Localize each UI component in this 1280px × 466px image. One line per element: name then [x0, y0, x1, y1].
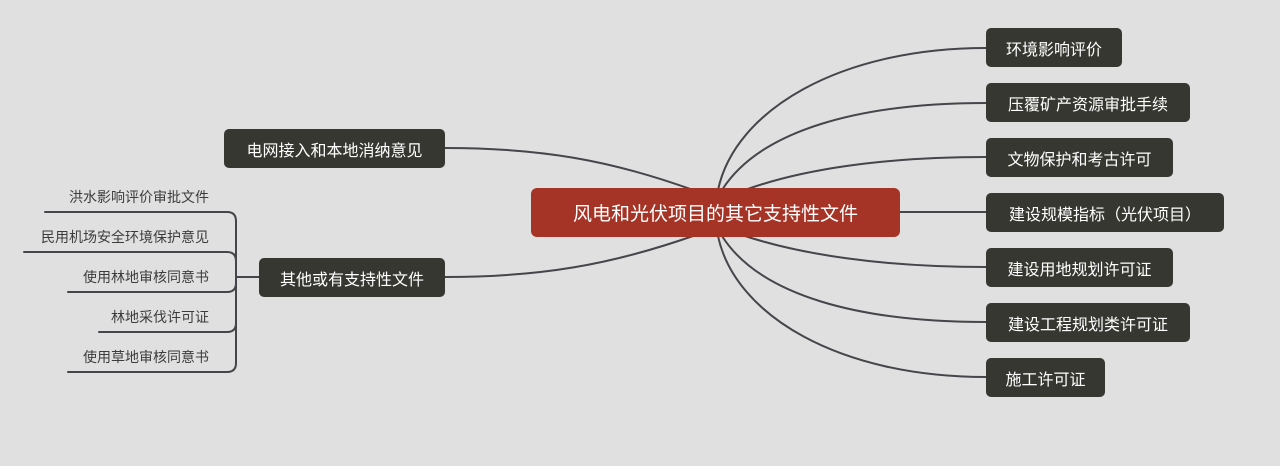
- branch-label: 建设用地规划许可证: [1007, 259, 1152, 279]
- branch-other-documents[interactable]: 其他或有支持性文件: [259, 258, 445, 297]
- branch-label: 施工许可证: [1005, 369, 1086, 389]
- root-node[interactable]: 风电和光伏项目的其它支持性文件: [531, 188, 900, 237]
- branch-land-use-permit[interactable]: 建设用地规划许可证: [986, 248, 1173, 287]
- connector-right-3: [744, 156, 987, 191]
- connector-right-2: [721, 102, 987, 191]
- branch-cultural-relics[interactable]: 文物保护和考古许可: [986, 138, 1173, 177]
- branch-label: 环境影响评价: [1005, 39, 1102, 59]
- branch-label: 其他或有支持性文件: [279, 269, 424, 289]
- leaf-airport-safety[interactable]: 民用机场安全环境保护意见: [41, 230, 209, 246]
- branch-label: 建设工程规划类许可证: [1007, 314, 1168, 334]
- connector-right-7: [717, 235, 987, 378]
- branch-engineering-permit[interactable]: 建设工程规划类许可证: [986, 303, 1190, 342]
- connector-leaf-1: [44, 211, 237, 222]
- branch-label: 压覆矿产资源审批手续: [1007, 94, 1168, 114]
- branch-environmental-impact[interactable]: 环境影响评价: [986, 28, 1122, 67]
- connector-left-2: [444, 235, 694, 278]
- branch-construction-scale[interactable]: 建设规模指标（光伏项目）: [986, 193, 1224, 232]
- connector-right-6: [721, 235, 987, 323]
- branch-label: 文物保护和考古许可: [1007, 149, 1152, 169]
- connector-right-1: [717, 47, 987, 191]
- branch-grid-access[interactable]: 电网接入和本地消纳意见: [224, 129, 445, 168]
- branch-construction-permit[interactable]: 施工许可证: [986, 358, 1105, 397]
- leaf-flood-impact[interactable]: 洪水影响评价审批文件: [69, 190, 209, 206]
- leaf-grassland-use[interactable]: 使用草地审核同意书: [83, 350, 209, 366]
- connector-left-1: [444, 147, 694, 191]
- connector-leaf-2: [23, 251, 237, 262]
- leaf-forest-logging[interactable]: 林地采伐许可证: [111, 310, 209, 326]
- branch-mineral-resources[interactable]: 压覆矿产资源审批手续: [986, 83, 1190, 122]
- leaf-forest-land-use[interactable]: 使用林地审核同意书: [83, 270, 209, 286]
- branch-label: 建设规模指标（光伏项目）: [1008, 204, 1201, 224]
- branch-label: 电网接入和本地消纳意见: [246, 140, 423, 160]
- root-node-label: 风电和光伏项目的其它支持性文件: [572, 203, 858, 225]
- connector-right-5: [744, 235, 987, 268]
